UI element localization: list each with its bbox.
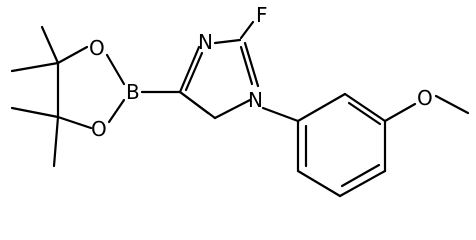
- fluorine-atom-label: F: [256, 3, 268, 27]
- n3-atom-label: N: [198, 30, 213, 54]
- oxygen-upper-atom-label: O: [89, 36, 105, 60]
- boron-atom-label: B: [126, 80, 140, 104]
- n1-atom-label: N: [248, 88, 263, 112]
- molecule-diagram: F N N B O O O: [10, 3, 470, 198]
- oxygen-lower-atom-label: O: [91, 117, 107, 141]
- bond-lines: [10, 20, 470, 198]
- structure-svg: F N N B O O O: [10, 3, 470, 198]
- methoxy-oxygen-atom-label: O: [417, 86, 433, 110]
